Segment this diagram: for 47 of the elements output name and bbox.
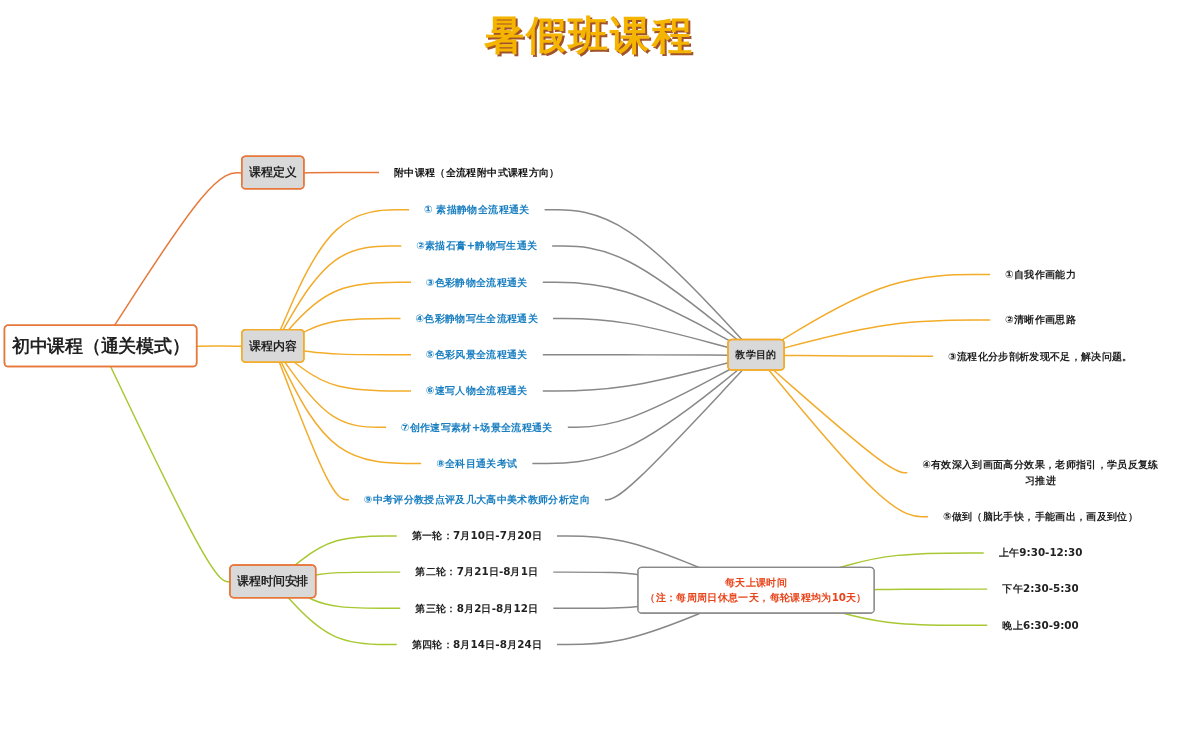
node-text: 晚上6:30-9:00 [1002,619,1079,631]
node-text: ④色彩静物写生全流程通关 [415,312,539,325]
connector [315,571,402,576]
connector [780,273,991,341]
connector [278,361,350,501]
node-text: ⑧全科目通关考试 [436,457,518,469]
node-text: 上午9:30-12:30 [998,546,1083,559]
connector [556,612,701,646]
node-text: ⑤色彩风景全流程通关 [425,348,528,361]
connector [551,245,739,341]
connector [287,281,412,331]
node-text: 第二轮：7月21日-8月1日 [415,565,539,578]
connector [303,171,380,174]
title: 暑假班课程 [484,11,694,60]
node-text: ③色彩静物全流程通关 [425,276,528,288]
connector [603,369,744,501]
connector [566,368,731,428]
node-text: 第四轮：8月14日-8月24日 [411,638,542,651]
connector [303,350,412,356]
connector [303,317,402,333]
node-text: 下午2:30-5:30 [1002,582,1079,595]
node-text: ① 素描静物全流程通关 [424,203,530,216]
node-text: ④有效深入到画面高分效果，老师指引，学员反复练习推进 [922,458,1159,486]
node-text: ⑥速写人物全流程通关 [425,384,528,397]
node-text: ⑨中考评分教授点评及几大高中美术教师分析定向 [363,493,590,506]
node-text: 第一轮：7月10日-7月20日 [411,529,542,542]
connector [280,361,423,465]
connector [282,245,403,331]
connector [541,281,731,342]
connector [293,361,412,392]
connector [543,209,744,341]
connector [284,361,387,428]
node-text: ①自我作画能力 [1005,268,1076,281]
node-text: ③流程化分步剖析发现不足，解决问题。 [948,349,1133,362]
connector [768,369,929,518]
node-text: ⑦创作速写素材+场景全流程通关 [400,420,553,433]
node-text: 附中课程（全流程附中式课程方向） [394,166,560,179]
connector [308,597,402,610]
connector [773,369,909,474]
connector [279,209,410,331]
connector [293,535,398,567]
node-text: ⑤做到（脑比手快，手能画出，画及到位） [942,510,1139,523]
connector [287,597,398,646]
node-text: ②素描石膏+静物写生通关 [416,239,538,252]
node-text: 第三轮：8月2日-8月12日 [415,602,539,614]
connector [531,369,739,465]
node-text: ②清晰作画思路 [1005,313,1076,326]
